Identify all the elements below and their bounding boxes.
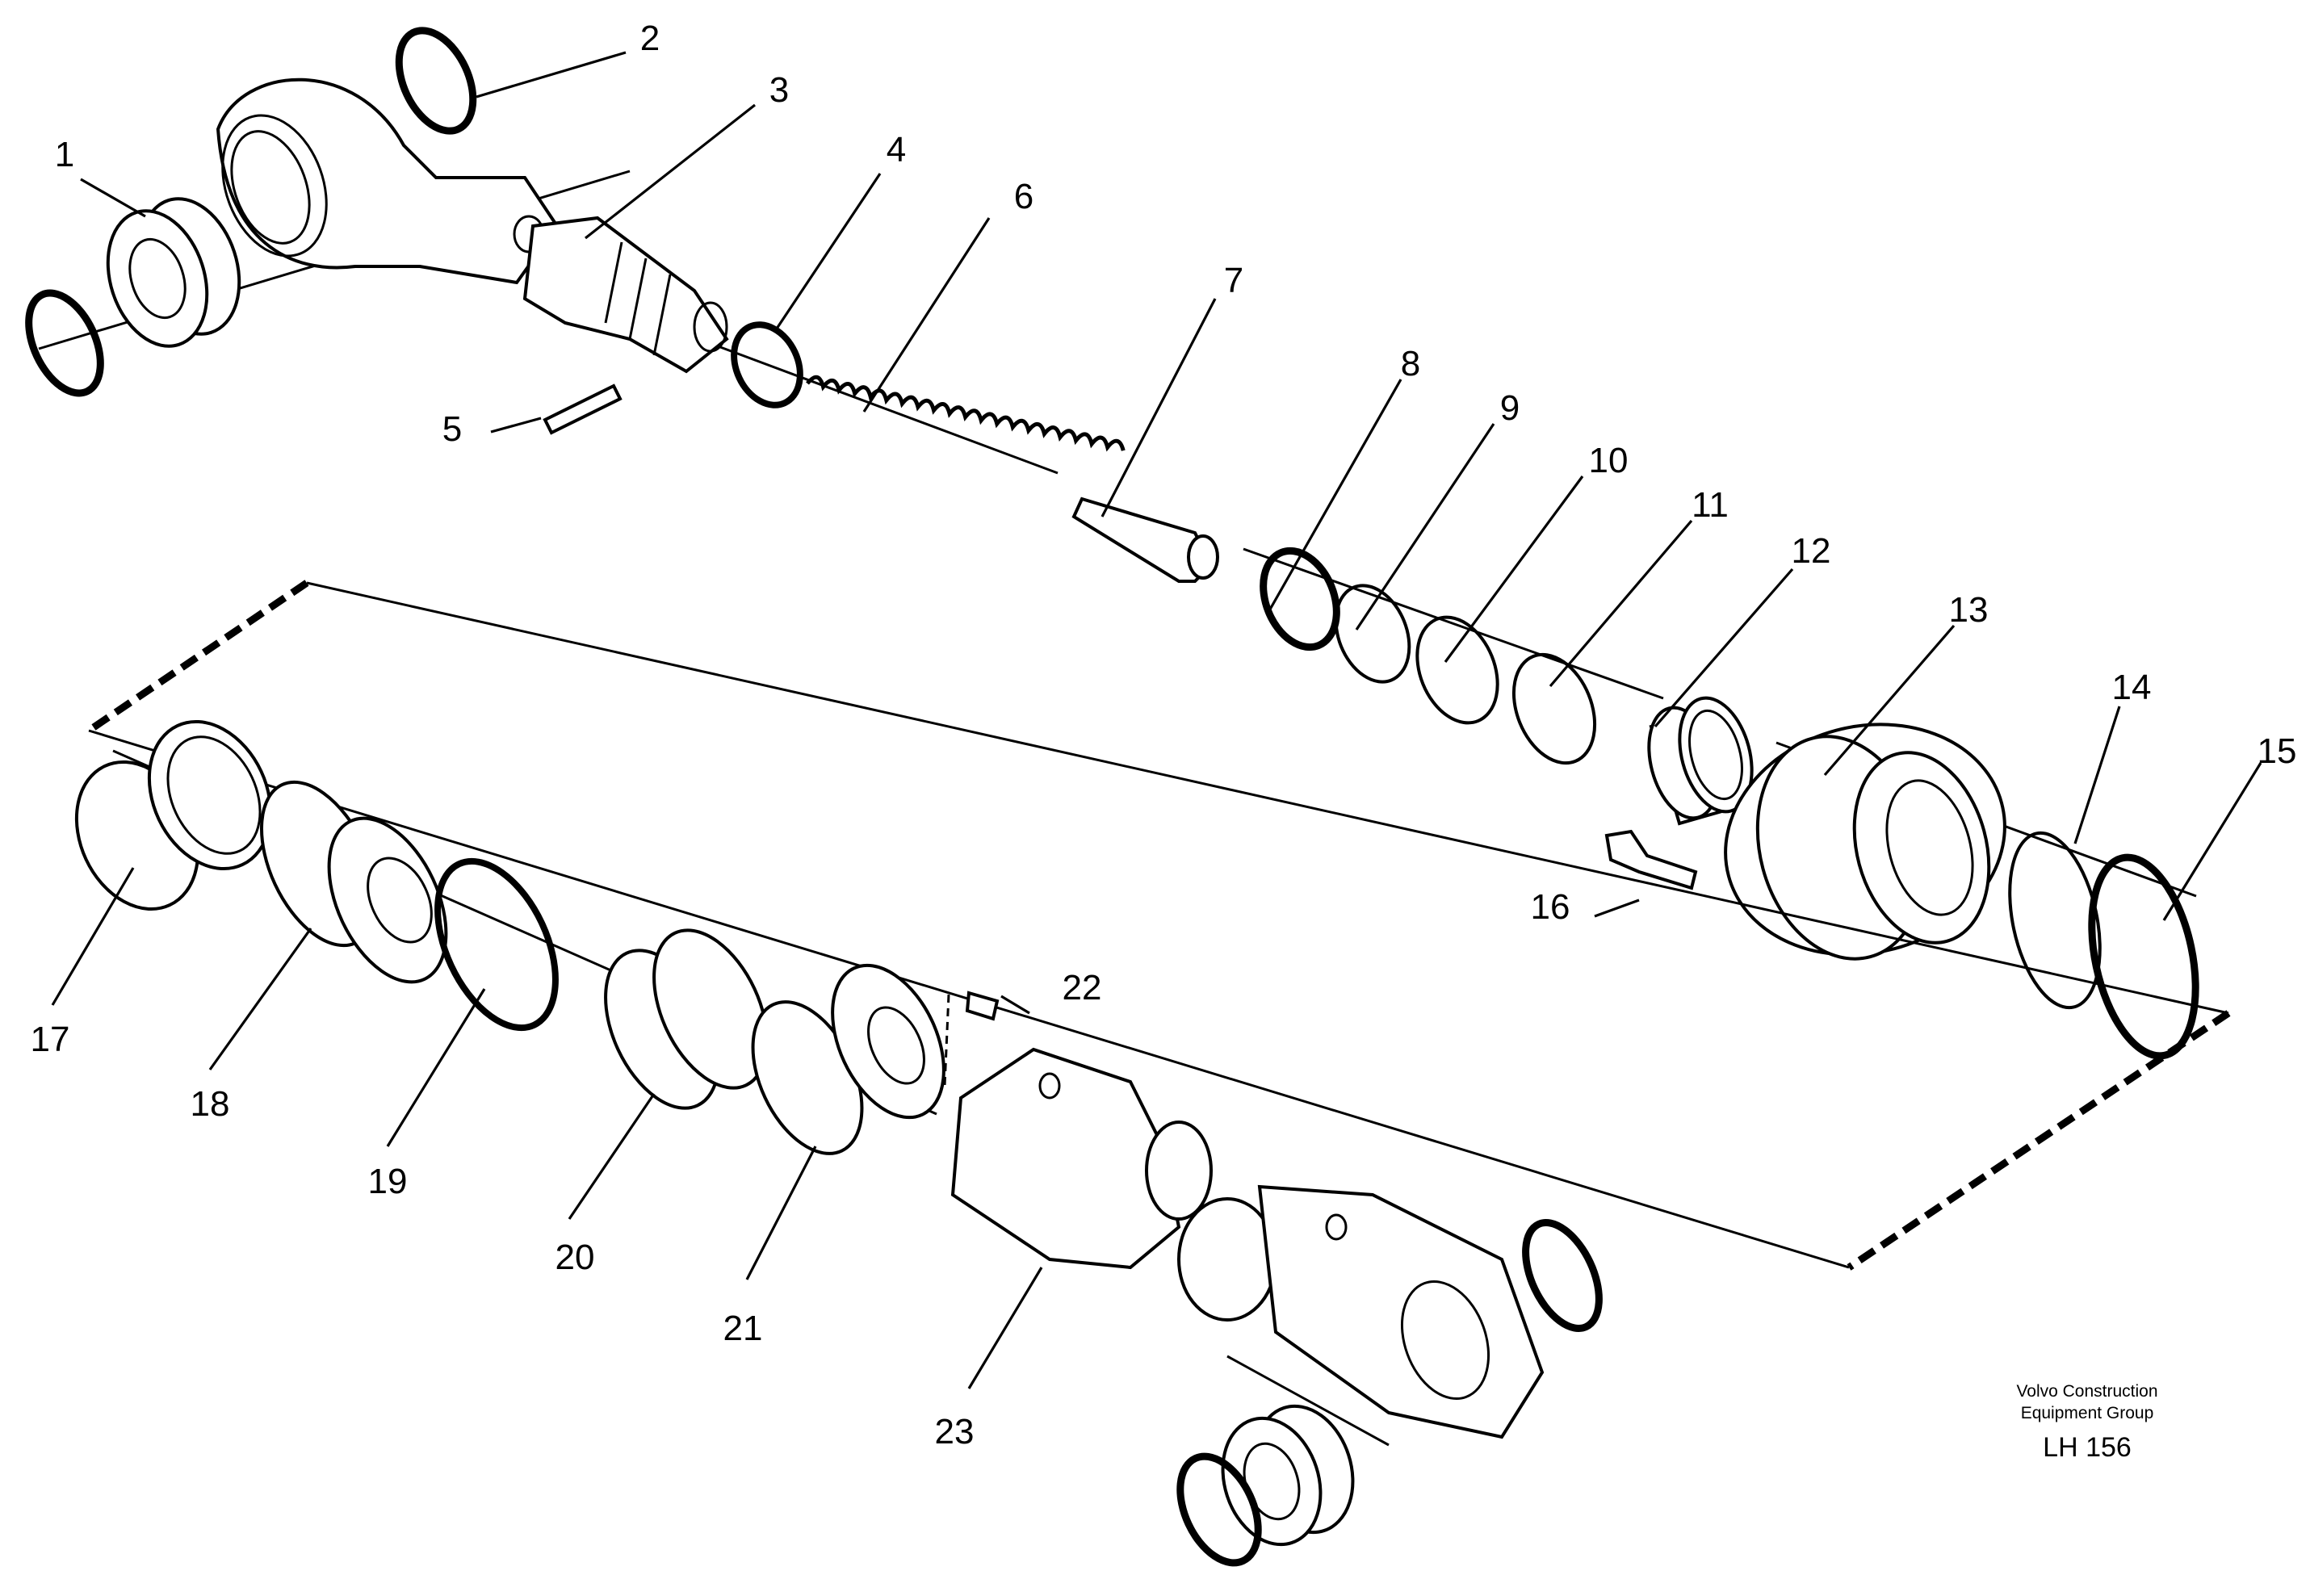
callout-4: 4: [887, 130, 906, 170]
cylinder-tube: [950, 1047, 1545, 1439]
roll-pin: [543, 383, 623, 435]
guide-bushing: [1647, 696, 1754, 826]
callout-23: 23: [935, 1412, 975, 1451]
callout-8: 8: [1401, 344, 1420, 383]
back-up-ring-11: [1511, 652, 1597, 765]
snap-ring: [2088, 853, 2199, 1060]
callout-17: 17: [31, 1020, 70, 1059]
callout-7: 7: [1224, 261, 1243, 300]
callout-9: 9: [1500, 388, 1520, 428]
callout-6: 6: [1014, 177, 1033, 216]
bearing-bush-lower: [1221, 1404, 1355, 1547]
set-screw: [965, 991, 1000, 1021]
piston: [260, 780, 448, 984]
set-screw-leader-dashed: [943, 994, 950, 1087]
spring: [806, 375, 1126, 452]
circlip-lower-right: [1522, 1219, 1603, 1332]
callout-16: 16: [1531, 887, 1570, 927]
stop-sleeve: [751, 963, 945, 1155]
circlip-lower-left: [1176, 1452, 1262, 1567]
caption-company-line1: Volvo Construction: [2016, 1382, 2158, 1401]
rod-eye-upper: [216, 77, 560, 285]
callout-5: 5: [442, 409, 462, 449]
callout-18: 18: [191, 1084, 230, 1124]
callout-19: 19: [368, 1162, 408, 1201]
caption-company-line2: Equipment Group: [2020, 1404, 2154, 1422]
piston-bushing: [74, 719, 273, 911]
circlip-upper-left: [25, 289, 104, 397]
callout-11: 11: [1692, 485, 1729, 525]
wiper-10: [1415, 615, 1499, 725]
callout-22: 22: [1063, 968, 1102, 1007]
callout-21: 21: [723, 1309, 763, 1348]
piston-seal: [434, 857, 559, 1032]
callout-14: 14: [2112, 668, 2152, 707]
callout-10: 10: [1589, 441, 1629, 480]
o-ring: [731, 321, 803, 408]
bearing-bush-upper: [106, 197, 241, 348]
valve-plunger: [1071, 496, 1219, 583]
callout-1: 1: [55, 135, 74, 174]
caption-drawing-code: LH 156: [2043, 1432, 2132, 1463]
callout-12: 12: [1792, 531, 1831, 571]
callout-15: 15: [2258, 731, 2297, 771]
callout-3: 3: [769, 70, 789, 110]
wear-ring-9: [1334, 584, 1411, 684]
callout-20: 20: [555, 1238, 595, 1277]
callout-13: 13: [1949, 590, 1989, 630]
callout-2: 2: [640, 19, 660, 58]
socket-bolt: [1604, 829, 1698, 890]
circlip-upper: [395, 27, 477, 135]
piston-wear-ring: [604, 928, 769, 1110]
assembly-frame-dashed: [86, 580, 2231, 1271]
cylinder-head: [1724, 723, 2006, 961]
threaded-rod-end: [522, 216, 729, 374]
leader-lines: [51, 51, 2262, 1389]
washer: [2008, 831, 2102, 1010]
